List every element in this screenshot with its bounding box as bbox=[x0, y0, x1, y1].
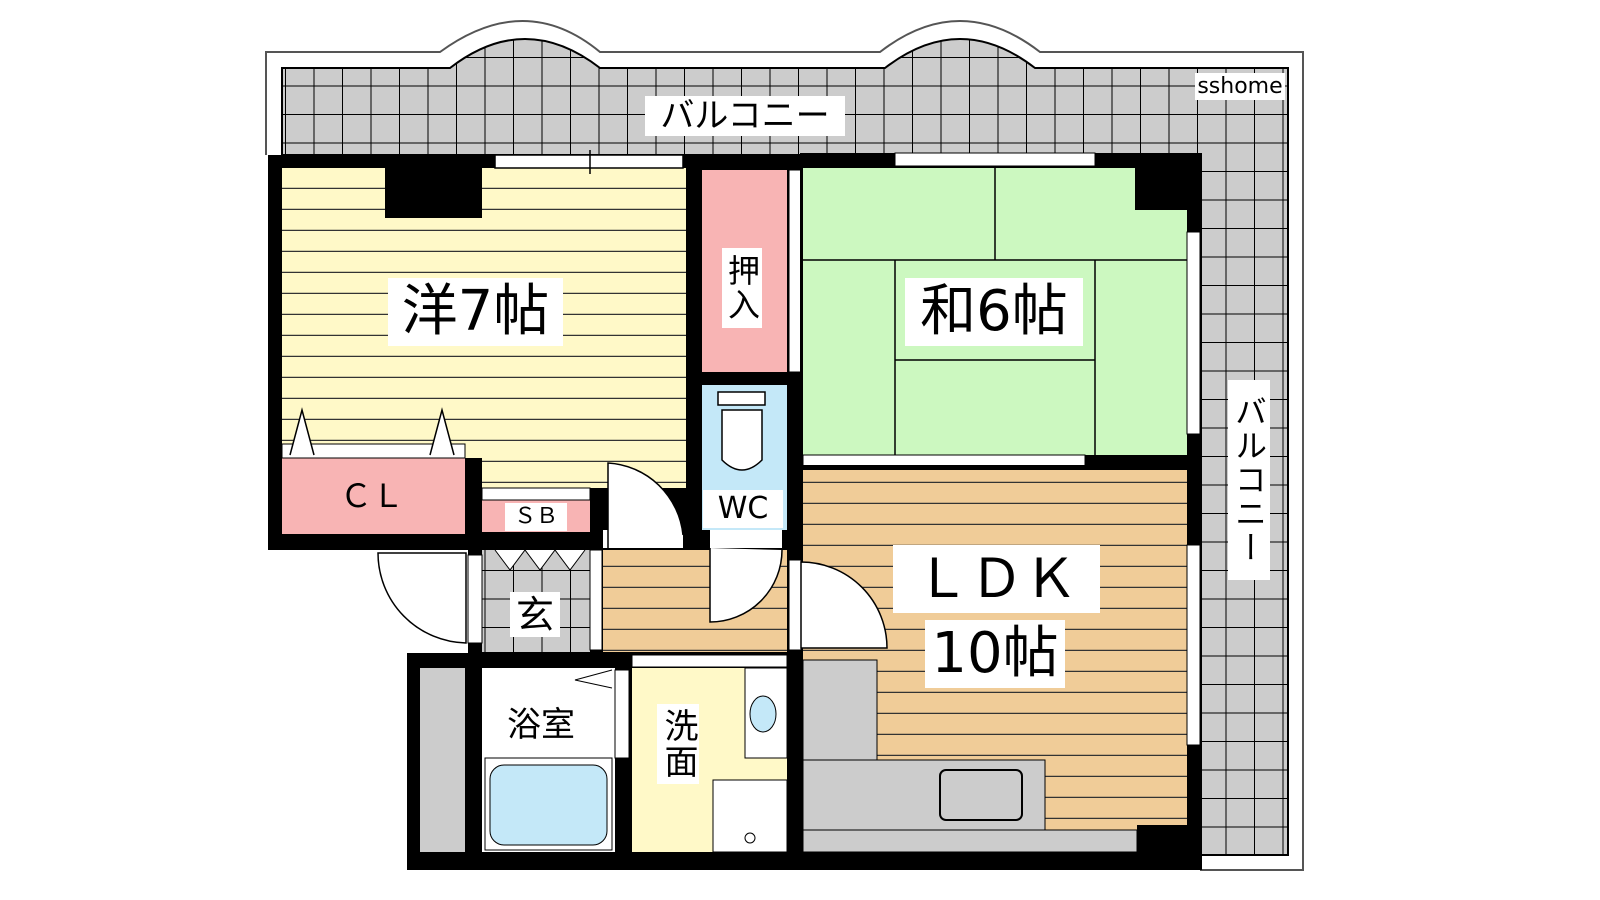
toilet-icon bbox=[717, 391, 766, 471]
closet-label: ＣＬ bbox=[339, 477, 404, 515]
shoebox-label: ＳＢ bbox=[505, 503, 567, 531]
balcony-top-label: バルコニー bbox=[645, 96, 845, 136]
ldk-label: ＬＤＫ bbox=[893, 545, 1100, 613]
brand-logo: sshome bbox=[1195, 73, 1285, 100]
balcony bbox=[265, 20, 1304, 871]
balcony-right-label: バルコニー bbox=[1228, 380, 1270, 580]
bathtub-icon bbox=[489, 764, 608, 846]
ldk-size-label: 10帖 bbox=[925, 620, 1065, 688]
pillar bbox=[385, 165, 482, 218]
western-room-label: 洋7帖 bbox=[388, 278, 563, 346]
japanese-room-label: 和6帖 bbox=[905, 278, 1083, 346]
sink-icon bbox=[939, 769, 1023, 821]
washroom-label: 洗面 bbox=[657, 704, 699, 784]
entrance-label: 玄 bbox=[510, 592, 560, 637]
oshiire-label: 押入 bbox=[722, 248, 762, 328]
washbasin-icon bbox=[749, 695, 777, 733]
closet-floor bbox=[282, 458, 465, 534]
front-door bbox=[377, 552, 467, 644]
door-swing bbox=[800, 561, 888, 649]
door-swing bbox=[607, 462, 684, 548]
wc-label: WC bbox=[703, 490, 783, 528]
door-swing bbox=[709, 548, 783, 623]
bath-label: 浴室 bbox=[507, 705, 575, 745]
